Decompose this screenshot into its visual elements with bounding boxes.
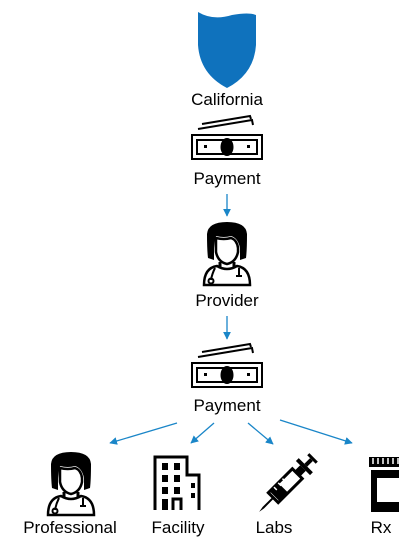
facility-label: Facility (151, 518, 205, 537)
arrow-to-labs (247, 422, 274, 445)
pill-bottle-icon (369, 457, 399, 512)
payment-label: Payment (193, 169, 261, 188)
shield-icon (198, 12, 256, 88)
syringe-icon (259, 453, 318, 512)
building-icon (153, 455, 201, 510)
payment-label-2: Payment (193, 396, 261, 415)
money-icon (191, 342, 263, 388)
labs-label: Labs (255, 518, 293, 537)
doctor-icon (46, 452, 96, 517)
arrow-to-facility (190, 422, 215, 444)
california-label: California (191, 90, 263, 109)
provider-label: Provider (195, 291, 259, 310)
rx-label: Rx (370, 518, 392, 537)
money-icon (191, 114, 263, 160)
professional-label: Professional (23, 518, 117, 537)
arrow-to-rx (279, 419, 353, 445)
arrow-to-professional (109, 422, 178, 445)
doctor-icon (202, 222, 252, 287)
